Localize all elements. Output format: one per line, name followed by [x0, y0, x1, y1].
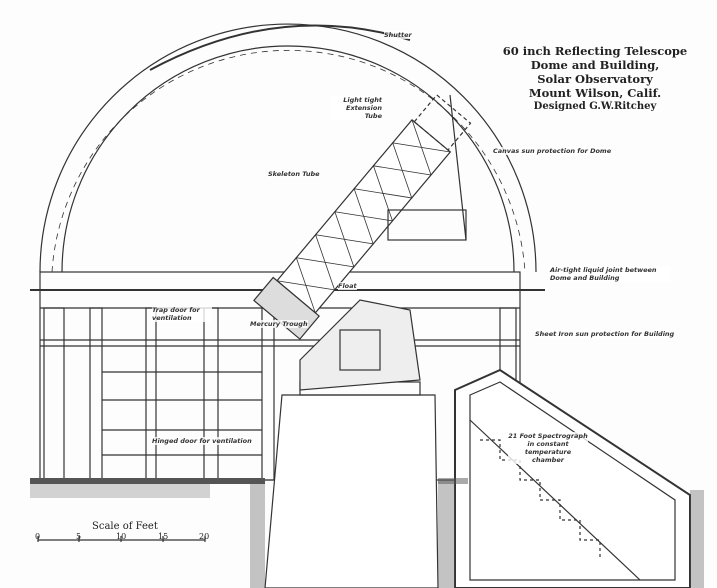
- dome-inner: [61, 45, 515, 273]
- label-hinged-door: Hinged door for ventilation: [152, 437, 252, 445]
- scale-tick: 20: [199, 532, 210, 541]
- scale-tick: 10: [116, 532, 127, 541]
- scale-title: Scale of Feet: [92, 521, 158, 532]
- scale-tick: 15: [158, 532, 169, 541]
- scale-bar: [37, 536, 206, 542]
- scale-tick: 5: [76, 532, 82, 541]
- shutter: [149, 24, 411, 71]
- designer-credit: Designed G.W.Ritchey: [533, 101, 657, 112]
- label-mercury-trough: Mercury Trough: [250, 320, 308, 328]
- label-canvas: Canvas sun protection for Dome: [493, 147, 612, 155]
- label-skeleton-tube: Skeleton Tube: [268, 170, 320, 178]
- title-line: Dome and Building,: [530, 58, 660, 72]
- ground-stipple: [30, 478, 704, 588]
- diagram-title: 60 inch Reflecting Telescope Dome and Bu…: [490, 44, 700, 114]
- label-shutter: Shutter: [384, 31, 412, 39]
- dome-outer: [39, 23, 537, 273]
- extension-tube: [413, 94, 472, 151]
- scale-tick: 0: [35, 532, 41, 541]
- label-trap-door: Trap door for ventilation: [152, 306, 212, 322]
- label-air-joint: Air-tight liquid joint between Dome and …: [550, 266, 670, 282]
- title-line: 60 inch Reflecting Telescope: [502, 44, 688, 58]
- label-float: Float: [338, 282, 357, 290]
- label-sheet-iron: Sheet Iron sun protection for Building: [535, 330, 675, 338]
- label-spectrograph: 21 Foot Spectrograph in constant tempera…: [508, 432, 588, 464]
- pier: [264, 394, 439, 588]
- title-line: Solar Observatory: [537, 72, 653, 86]
- spectrograph-chamber: [454, 368, 691, 588]
- title-line: Mount Wilson, Calif.: [528, 86, 662, 100]
- label-extension-tube: Light tight Extension Tube: [330, 96, 382, 120]
